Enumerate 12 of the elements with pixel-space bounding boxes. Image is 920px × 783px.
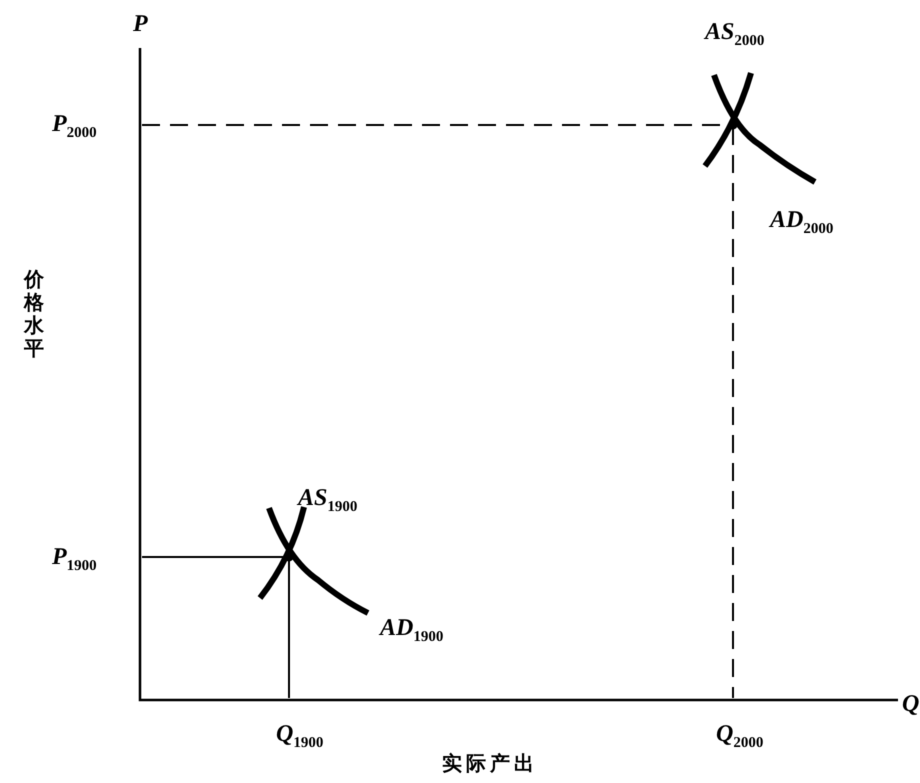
axis-label: P [133,12,148,36]
axis-tick-label: P$_{2000}$ [52,112,97,141]
curve-label: AS$_{2000}$ [705,20,764,49]
curve-label: AD$_{2000}$ [770,208,834,237]
curve-label: AS$_{1900}$ [298,486,358,515]
axis-tick-label: Q$_{2000}$ [716,722,764,751]
axis-tick-label: Q$_{1900}$ [276,722,324,751]
curve-label: AD$_{1900}$ [380,616,444,645]
axis-title: 实际产出 [442,752,538,775]
axis-label: Q [902,692,920,716]
axis-tick-label: P$_{1900}$ [52,545,97,574]
axis-title: 价格水平 [24,268,45,360]
